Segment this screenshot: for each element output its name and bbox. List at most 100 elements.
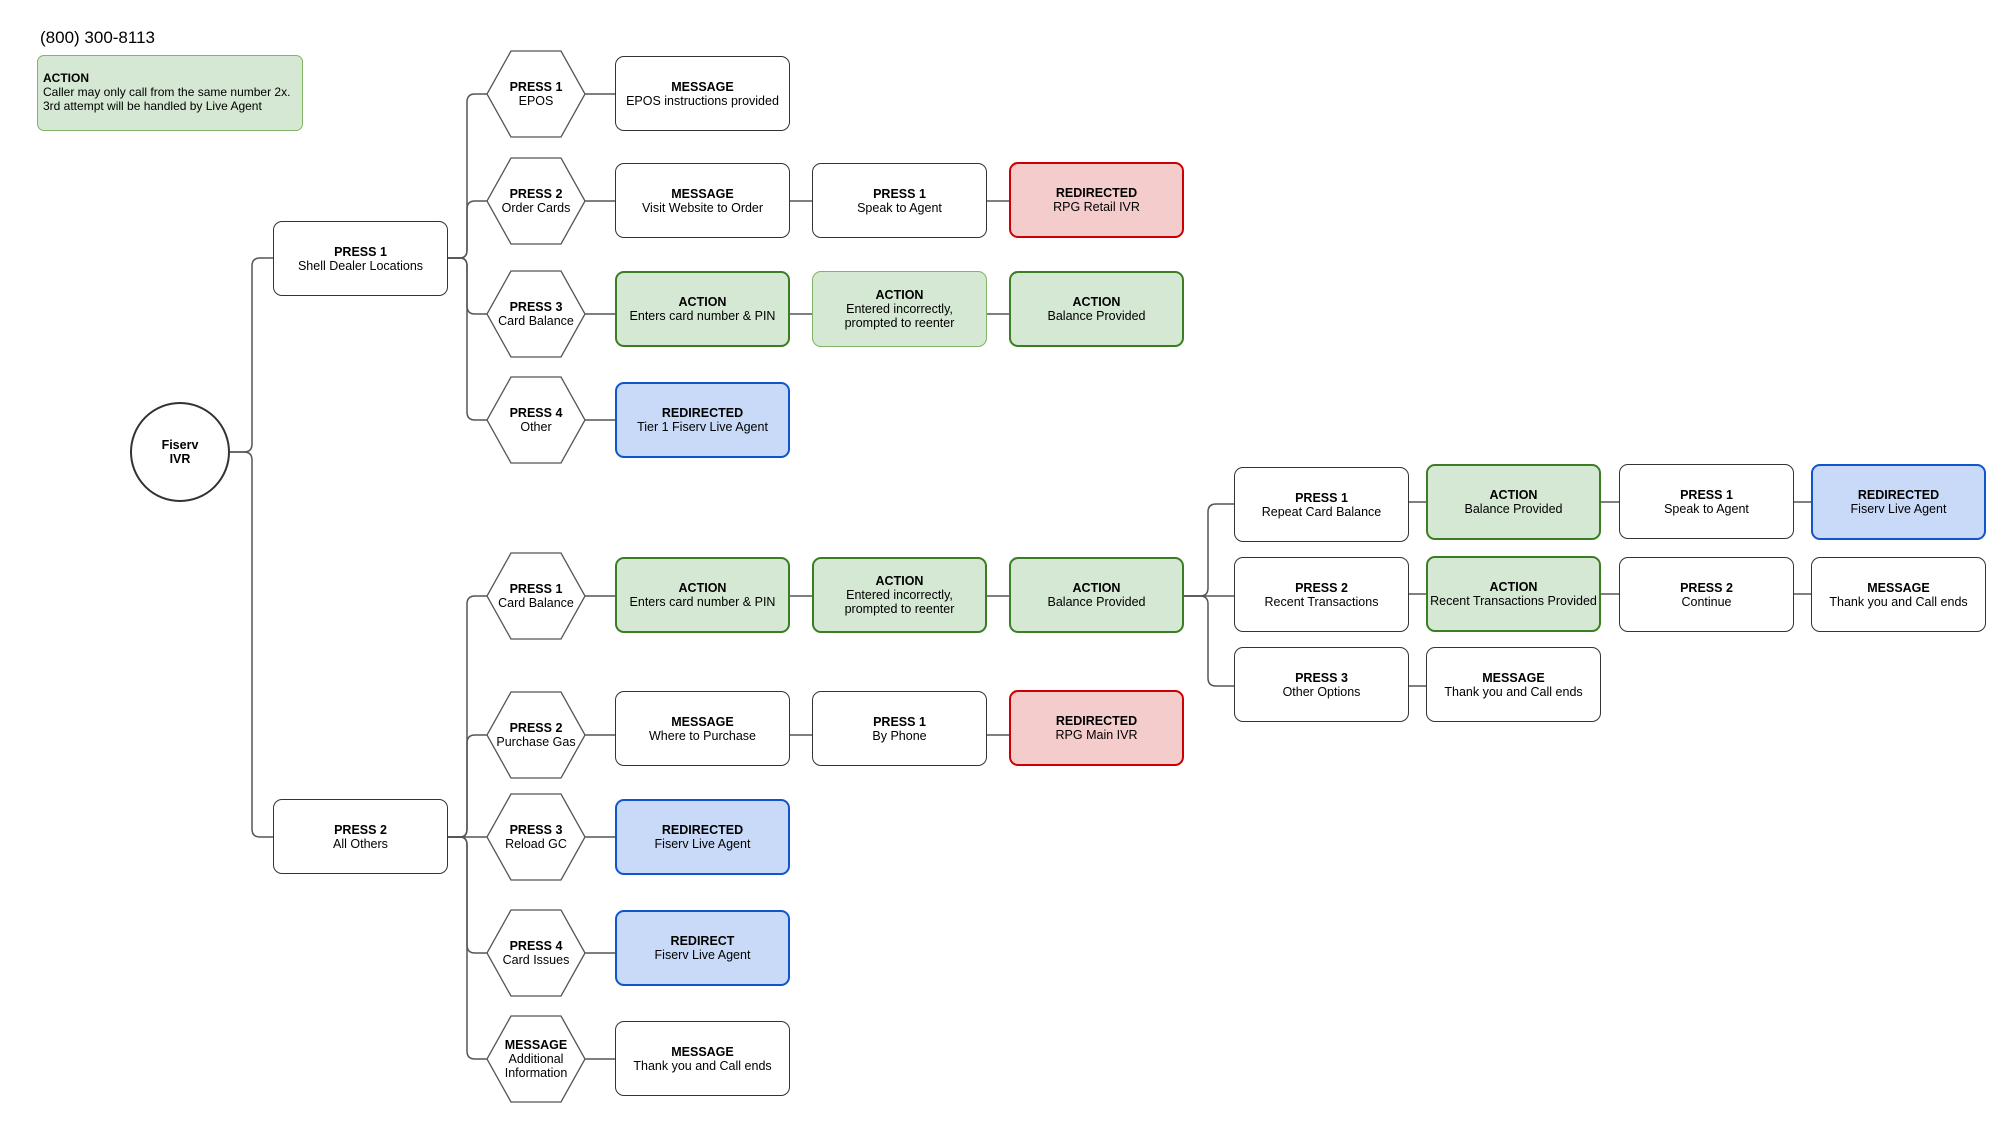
node-text: Visit Website to Order	[641, 200, 764, 215]
root-node-fiserv-ivr[interactable]: Fiserv IVR	[130, 402, 230, 502]
action-enter-card-pin[interactable]: ACTION Enters card number & PIN	[615, 557, 790, 633]
redirect-fiserv-live-agent[interactable]: REDIRECTED Fiserv Live Agent	[1811, 464, 1986, 540]
hex-text: Card Balance	[498, 596, 574, 610]
node-title: PRESS 2	[334, 822, 387, 837]
node-text: Balance Provided	[1047, 595, 1146, 609]
press1-speak-to-agent[interactable]: PRESS 1 Speak to Agent	[1619, 464, 1794, 539]
option-hex[interactable]: PRESS 4 Other	[486, 376, 586, 464]
hex-text: Reload GC	[505, 837, 567, 851]
node-text: Enters card number & PIN	[629, 309, 776, 323]
root-label: IVR	[169, 452, 191, 466]
action-balance-provided[interactable]: ACTION Balance Provided	[1426, 464, 1601, 540]
redirect-fiserv-live-agent-issues[interactable]: REDIRECT Fiserv Live Agent	[615, 910, 790, 986]
node-title: MESSAGE	[1482, 670, 1545, 685]
node-title: PRESS 1	[334, 244, 387, 259]
hex-text: Information	[504, 1066, 568, 1080]
node-title: MESSAGE	[671, 186, 734, 201]
hex-text: Purchase Gas	[496, 735, 576, 749]
node-text: prompted to reenter	[844, 316, 955, 330]
hex-title: MESSAGE	[504, 1038, 568, 1052]
node-title: ACTION	[1072, 295, 1121, 309]
node-text: Shell Dealer Locations	[297, 258, 424, 273]
action-entered-incorrectly[interactable]: ACTION Entered incorrectly, prompted to …	[812, 271, 987, 347]
node-text: Fiserv Live Agent	[1850, 502, 1947, 516]
node-text: By Phone	[872, 728, 927, 743]
phone-number: (800) 300-8113	[40, 28, 155, 47]
node-text: RPG Main IVR	[1055, 728, 1138, 742]
node-title: ACTION	[875, 574, 924, 588]
press2-continue[interactable]: PRESS 2 Continue	[1619, 557, 1794, 632]
option-hex[interactable]: PRESS 1 EPOS	[486, 50, 586, 138]
redirect-tier1-live-agent[interactable]: REDIRECTED Tier 1 Fiserv Live Agent	[615, 382, 790, 458]
hex-text: Additional	[508, 1052, 564, 1066]
message-visit-website[interactable]: MESSAGE Visit Website to Order	[615, 163, 790, 238]
press1-repeat-card-balance[interactable]: PRESS 1 Repeat Card Balance	[1234, 467, 1409, 542]
node-title: PRESS 1	[873, 186, 926, 201]
node-title: MESSAGE	[1867, 580, 1930, 595]
node-text: Thank you and Call ends	[1829, 594, 1968, 609]
node-text: Repeat Card Balance	[1261, 504, 1382, 519]
node-title: PRESS 2	[1295, 580, 1348, 595]
hex-text: EPOS	[518, 94, 554, 108]
hex-text: Other	[520, 420, 552, 434]
node-text: Balance Provided	[1047, 309, 1146, 323]
node-text: All Others	[333, 836, 388, 851]
option-hex[interactable]: PRESS 2 Purchase Gas	[486, 691, 586, 779]
node-text: RPG Retail IVR	[1053, 200, 1140, 214]
press3-other-options[interactable]: PRESS 3 Other Options	[1234, 647, 1409, 722]
node-text: EPOS instructions provided	[626, 93, 779, 108]
press1-by-phone[interactable]: PRESS 1 By Phone	[812, 691, 987, 766]
action-balance-provided[interactable]: ACTION Balance Provided	[1009, 271, 1184, 347]
action-entered-incorrectly[interactable]: ACTION Entered incorrectly, prompted to …	[812, 557, 987, 633]
message-epos[interactable]: MESSAGE EPOS instructions provided	[615, 56, 790, 131]
option-hex[interactable]: MESSAGE Additional Information	[486, 1015, 586, 1103]
action-note: ACTION Caller may only call from the sam…	[37, 55, 303, 131]
node-title: REDIRECTED	[1857, 488, 1940, 502]
node-text: Fiserv Live Agent	[654, 948, 751, 962]
message-where-to-purchase[interactable]: MESSAGE Where to Purchase	[615, 691, 790, 766]
hex-text: Card Balance	[498, 314, 574, 328]
press2-recent-transactions[interactable]: PRESS 2 Recent Transactions	[1234, 557, 1409, 632]
node-text: Enters card number & PIN	[629, 595, 776, 609]
node-title: MESSAGE	[671, 714, 734, 729]
menu-press1-shell-dealer[interactable]: PRESS 1 Shell Dealer Locations	[273, 221, 448, 296]
option-hex[interactable]: PRESS 3 Card Balance	[486, 270, 586, 358]
redirect-fiserv-live-agent-reload[interactable]: REDIRECTED Fiserv Live Agent	[615, 799, 790, 875]
hex-text: Card Issues	[502, 953, 570, 967]
node-text: Tier 1 Fiserv Live Agent	[637, 420, 768, 434]
action-balance-provided[interactable]: ACTION Balance Provided	[1009, 557, 1184, 633]
action-recent-transactions-provided[interactable]: ACTION Recent Transactions Provided	[1426, 556, 1601, 632]
option-hex[interactable]: PRESS 3 Reload GC	[486, 793, 586, 881]
node-title: ACTION	[1489, 488, 1538, 502]
message-call-ends-info[interactable]: MESSAGE Thank you and Call ends	[615, 1021, 790, 1096]
node-text: Entered incorrectly,	[846, 302, 953, 316]
option-hex[interactable]: PRESS 4 Card Issues	[486, 909, 586, 997]
node-title: PRESS 1	[873, 714, 926, 729]
note-line: Caller may only call from the same numbe…	[43, 85, 291, 99]
redirect-rpg-main-ivr[interactable]: REDIRECTED RPG Main IVR	[1009, 690, 1184, 766]
node-text: Recent Transactions Provided	[1430, 594, 1597, 608]
action-enter-card-pin[interactable]: ACTION Enters card number & PIN	[615, 271, 790, 347]
note-line: 3rd attempt will be handled by Live Agen…	[43, 99, 262, 113]
hex-title: PRESS 2	[509, 721, 563, 735]
node-text: Thank you and Call ends	[633, 1058, 772, 1073]
node-title: MESSAGE	[671, 79, 734, 94]
hex-title: PRESS 3	[509, 300, 563, 314]
message-call-ends[interactable]: MESSAGE Thank you and Call ends	[1811, 557, 1986, 632]
hex-title: PRESS 2	[509, 187, 563, 201]
message-call-ends[interactable]: MESSAGE Thank you and Call ends	[1426, 647, 1601, 722]
node-text: Thank you and Call ends	[1444, 684, 1583, 699]
redirect-rpg-retail-ivr[interactable]: REDIRECTED RPG Retail IVR	[1009, 162, 1184, 238]
hex-text: Order Cards	[501, 201, 571, 215]
node-title: ACTION	[875, 288, 924, 302]
press1-speak-to-agent[interactable]: PRESS 1 Speak to Agent	[812, 163, 987, 238]
option-hex[interactable]: PRESS 1 Card Balance	[486, 552, 586, 640]
node-text: Where to Purchase	[649, 728, 756, 743]
note-title: ACTION	[43, 71, 89, 85]
node-text: Continue	[1681, 594, 1732, 609]
node-title: PRESS 1	[1295, 490, 1348, 505]
menu-press2-all-others[interactable]: PRESS 2 All Others	[273, 799, 448, 874]
option-hex[interactable]: PRESS 2 Order Cards	[486, 157, 586, 245]
hex-title: PRESS 4	[509, 406, 563, 420]
